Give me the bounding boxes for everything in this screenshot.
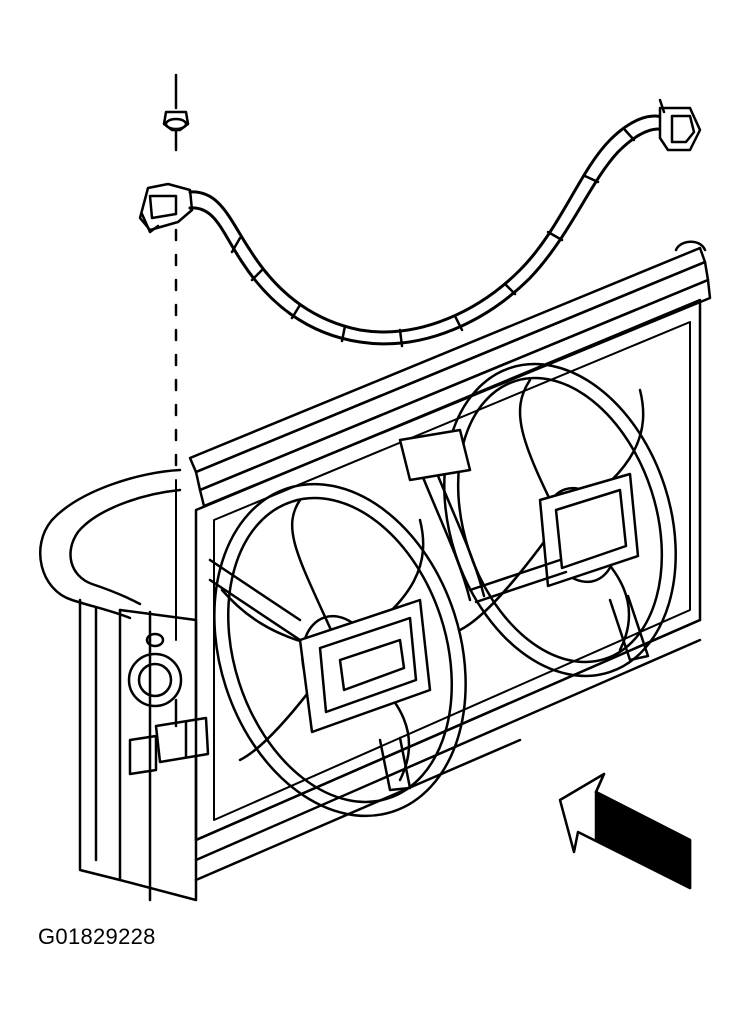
radiator-fitting xyxy=(127,632,183,708)
harness-connector xyxy=(658,98,702,152)
radiator-bottom-rail xyxy=(194,618,702,882)
figure-id-label: G01829228 xyxy=(38,924,156,949)
upper-wiring-harness xyxy=(188,114,668,348)
direction-arrow-icon xyxy=(558,772,692,890)
radiator-hose xyxy=(38,468,182,620)
left-fan-motor xyxy=(298,598,432,734)
right-fan-motor xyxy=(538,472,640,588)
radiator-top-rail xyxy=(188,240,712,508)
harness-retainer-clip xyxy=(162,110,190,152)
shroud-struts xyxy=(208,558,650,792)
fan-shroud xyxy=(194,298,702,842)
harness-bracket xyxy=(138,182,194,234)
fan-harness xyxy=(398,428,568,604)
